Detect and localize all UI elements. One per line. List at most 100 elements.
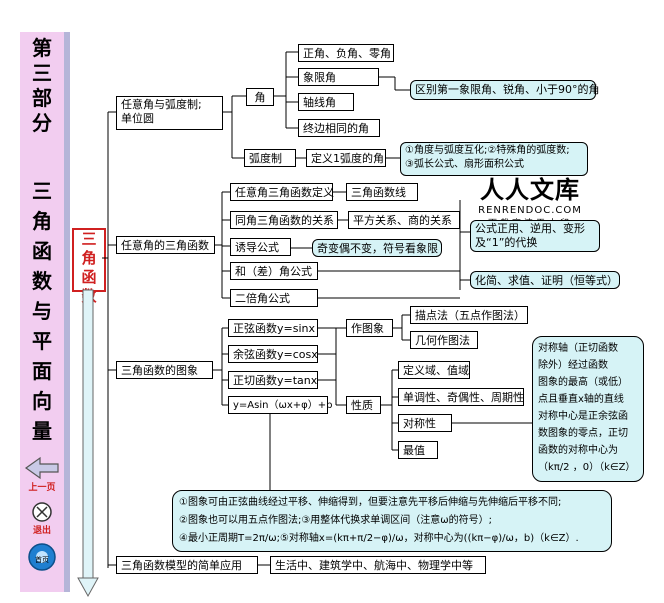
func-text: y=Asin（ωx+φ）+b bbox=[233, 400, 333, 411]
trig-graph-box: 三角函数的图象 bbox=[116, 361, 213, 379]
trig-item-0: 任意角三角函数定义 bbox=[230, 183, 334, 201]
prev-page-label: 上一页 bbox=[28, 483, 56, 493]
draw-method-text: 描点法（五点作图法） bbox=[415, 309, 525, 322]
apply-note-text: 化简、求值、证明（恒等式） bbox=[475, 274, 618, 287]
branch2-head: 任意角的三角函数 bbox=[121, 239, 209, 252]
quadrant-note-text: 区别第一象限角、锐角、小于90°的角 bbox=[415, 83, 600, 96]
radian-note: ①角度与弧度互化;②特殊角的弧度数; ③弧长公式、扇形面积公式 bbox=[400, 142, 588, 176]
sidebar-subtitle-char: 面 bbox=[32, 359, 52, 383]
prev-page-button[interactable]: 上一页 bbox=[20, 456, 64, 493]
transform-note-line: ②图象也可以用五点作图法;③用整体代换求单调区间（注意ω的符号）; bbox=[179, 515, 493, 526]
angle-item-0: 正角、负角、零角 bbox=[298, 44, 394, 62]
angle-item-1: 象限角 bbox=[298, 68, 379, 86]
induction-note: 奇变偶不变，符号看象限 bbox=[312, 239, 442, 257]
sidebar-title-char: 分 bbox=[32, 111, 52, 135]
formula-note: 公式正用、逆用、变形 及“1”的代换 bbox=[470, 220, 600, 252]
symmetry-note-line: 函数的对称中心为 bbox=[538, 445, 618, 456]
props-box: 性质 bbox=[346, 396, 381, 414]
sidebar-title-char: 第 bbox=[32, 36, 52, 60]
sidebar-subtitle-char: 平 bbox=[32, 329, 52, 353]
trig-model-box: 三角函数模型的简单应用 bbox=[116, 556, 258, 574]
radian-label: 弧度制 bbox=[249, 152, 282, 165]
trig-item-3: 和（差）角公式 bbox=[230, 262, 318, 280]
symmetry-note-line: 图象的最高（或低） bbox=[538, 377, 628, 388]
sidebar: 第 三 部 分 三 角 函 数 与 平 面 向 量 上一页 退出 首页 bbox=[20, 32, 70, 592]
symmetry-note-line: 数图象的零点，正切 bbox=[538, 428, 628, 439]
symmetry-note: 对称轴（正切函数 除外）经过函数 图象的最高（或低） 点且垂直x轴的直线 对称中… bbox=[532, 336, 644, 482]
branch1-head-line1: 任意角与弧度制; bbox=[121, 98, 202, 111]
trig-item-1: 同角三角函数的关系 bbox=[230, 211, 338, 229]
trig-item-2: 诱导公式 bbox=[230, 238, 291, 256]
arbitrary-angle-radian-box: 任意角与弧度制; 单位圆 bbox=[116, 96, 223, 130]
trig-item-text: 和（差）角公式 bbox=[235, 265, 312, 278]
transform-note: ①图象可由正弦曲线经过平移、伸缩得到，但要注意先平移后伸缩与先伸缩后平移不同; … bbox=[172, 490, 612, 552]
sidebar-title-char: 三 bbox=[32, 61, 52, 85]
draw-method-0: 描点法（五点作图法） bbox=[410, 306, 528, 324]
watermark-site: RENRENDOC.COM bbox=[478, 205, 582, 216]
home-button[interactable]: 首页 bbox=[20, 542, 64, 585]
prop-item-0: 定义域、值域 bbox=[398, 361, 470, 379]
radian-def-box: 定义1弧度的角 bbox=[306, 149, 386, 167]
symmetry-note-line: 对称轴（正切函数 bbox=[538, 343, 618, 354]
formula-note-line: 及“1”的代换 bbox=[475, 236, 538, 249]
applications-text: 生活中、建筑学中、航海中、物理学中等 bbox=[275, 559, 473, 572]
trig-item-4: 二倍角公式 bbox=[230, 289, 318, 307]
close-circle-icon bbox=[32, 502, 52, 522]
radian-box: 弧度制 bbox=[244, 149, 296, 167]
exit-label: 退出 bbox=[32, 526, 51, 536]
radian-def-text: 定义1弧度的角 bbox=[311, 152, 384, 165]
branch3-head: 三角函数的图象 bbox=[121, 364, 198, 377]
apply-note: 化简、求值、证明（恒等式） bbox=[470, 271, 620, 289]
trig-line-text: 三角函数线 bbox=[351, 186, 406, 199]
quadrant-note: 区别第一象限角、锐角、小于90°的角 bbox=[410, 80, 600, 100]
trig-item-text: 诱导公式 bbox=[235, 241, 279, 254]
func-text: 正弦函数y=sinx bbox=[233, 322, 315, 335]
transform-note-line: ①图象可由正弦曲线经过平移、伸缩得到，但要注意先平移后伸缩与先伸缩后平移不同; bbox=[179, 497, 562, 508]
sidebar-subtitle-char: 与 bbox=[32, 299, 52, 323]
branch1-head-line2: 单位圆 bbox=[121, 112, 154, 125]
applications-box: 生活中、建筑学中、航海中、物理学中等 bbox=[270, 556, 486, 574]
prop-item-text: 单调性、奇偶性、周期性 bbox=[403, 391, 524, 404]
radian-note-line: ①角度与弧度互化;②特殊角的弧度数; bbox=[405, 145, 570, 156]
category-char: 角 bbox=[81, 249, 97, 267]
arbitrary-trig-box: 任意角的三角函数 bbox=[116, 236, 215, 254]
angle-item-text: 正角、负角、零角 bbox=[303, 47, 391, 60]
sidebar-subtitle-char: 数 bbox=[32, 269, 52, 293]
trig-item-text: 二倍角公式 bbox=[235, 292, 290, 305]
symmetry-note-line: 点且垂直x轴的直线 bbox=[538, 394, 624, 405]
exit-button[interactable]: 退出 bbox=[20, 501, 64, 536]
angle-box: 角 bbox=[246, 88, 274, 106]
drawing-label: 作图象 bbox=[351, 322, 384, 335]
prop-item-3: 最值 bbox=[398, 441, 438, 459]
sidebar-subtitle-char: 向 bbox=[32, 389, 52, 413]
trig-item-text: 同角三角函数的关系 bbox=[235, 214, 334, 227]
func-3: y=Asin（ωx+φ）+b bbox=[228, 396, 332, 414]
angle-label: 角 bbox=[254, 91, 266, 104]
prop-item-2: 对称性 bbox=[398, 414, 452, 432]
func-text: 余弦函数y=cosx bbox=[233, 348, 318, 361]
category-char: 三 bbox=[81, 230, 97, 248]
func-2: 正切函数y=tanx bbox=[228, 371, 318, 389]
props-label: 性质 bbox=[351, 399, 373, 412]
angle-item-3: 终边相同的角 bbox=[298, 119, 380, 137]
sidebar-subtitle-char: 量 bbox=[32, 419, 52, 443]
formula-note-line: 公式正用、逆用、变形 bbox=[475, 222, 585, 235]
branch4-head: 三角函数模型的简单应用 bbox=[121, 559, 242, 572]
trig-line-box: 三角函数线 bbox=[346, 183, 418, 201]
func-1: 余弦函数y=cosx bbox=[228, 345, 318, 363]
prop-item-text: 最值 bbox=[403, 444, 425, 457]
trig-item-text: 任意角三角函数定义 bbox=[235, 186, 334, 199]
symmetry-note-line: 除外）经过函数 bbox=[538, 360, 608, 371]
transform-note-line: ④最小正周期T=2π/ω;⑤对称轴x=(kπ+π/2−φ)/ω，对称中心为((k… bbox=[179, 533, 579, 544]
home-label: 首页 bbox=[35, 556, 49, 564]
watermark-title: 人人文库 bbox=[480, 175, 580, 204]
sidebar-subtitle-char: 函 bbox=[32, 239, 52, 263]
category-char: 函 bbox=[81, 268, 97, 286]
angle-item-2: 轴线角 bbox=[298, 93, 354, 111]
relations-box: 平方关系、商的关系 bbox=[348, 211, 460, 229]
relations-text: 平方关系、商的关系 bbox=[353, 214, 452, 227]
angle-item-text: 终边相同的角 bbox=[303, 122, 369, 135]
left-arrow-icon bbox=[24, 456, 59, 480]
sidebar-subtitle-char: 三 bbox=[32, 179, 52, 203]
